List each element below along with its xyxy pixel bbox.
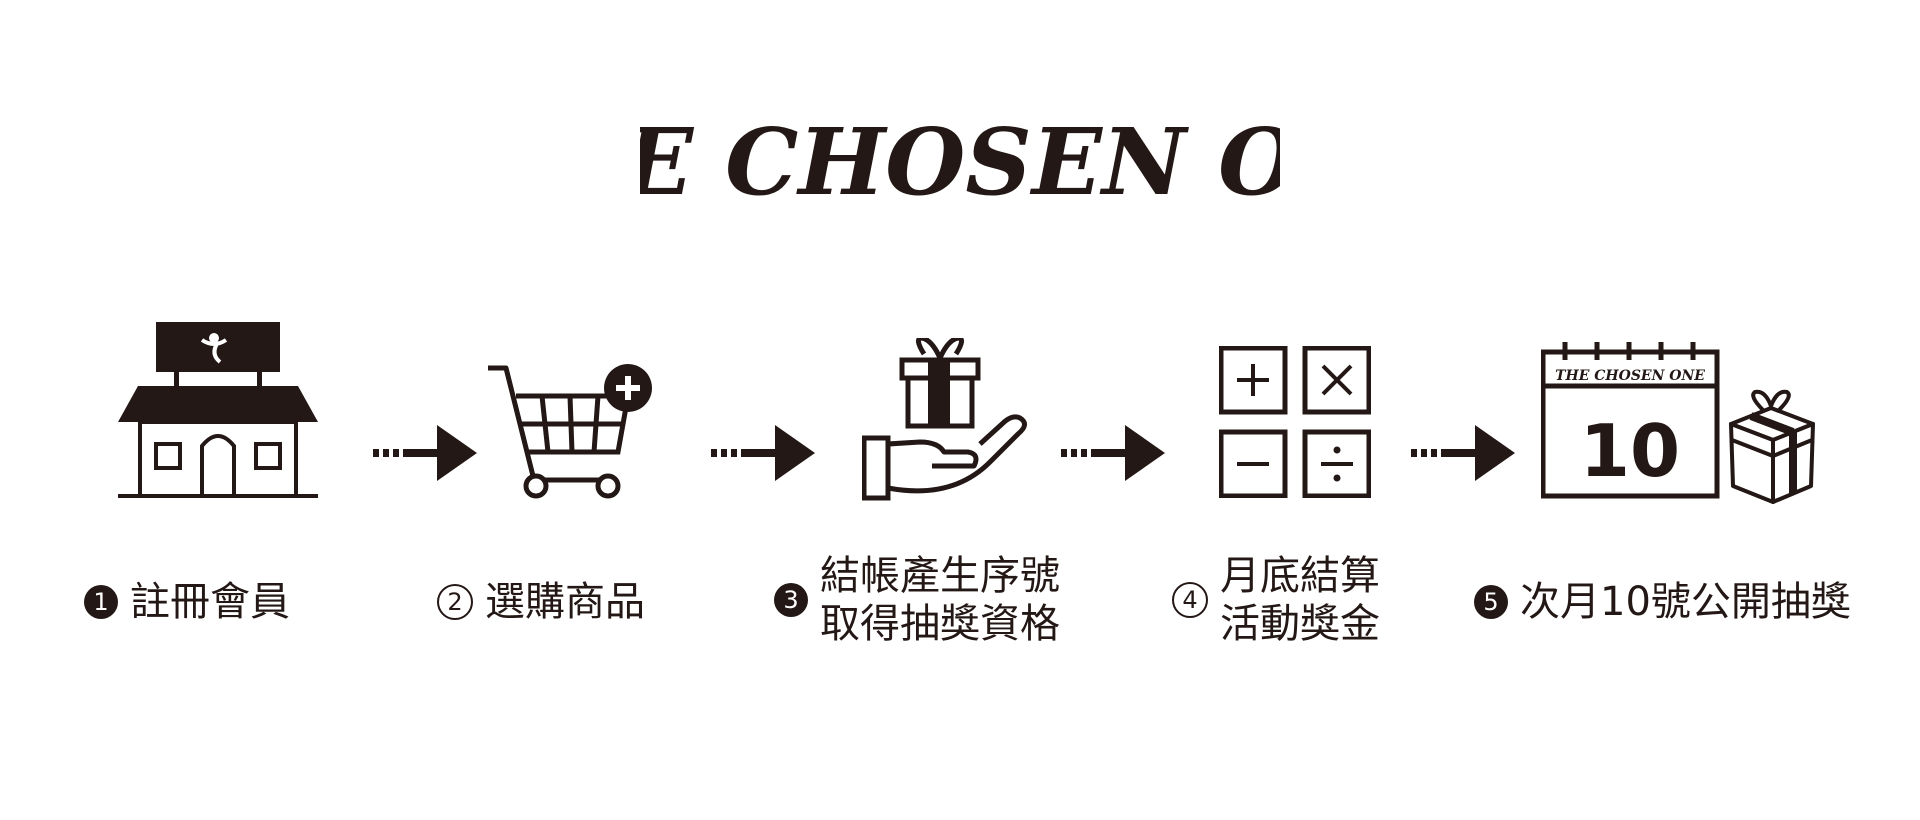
step-2-text: 選購商品 bbox=[485, 579, 645, 625]
step-4-number: 4 bbox=[1172, 582, 1208, 618]
arrow-right-icon bbox=[373, 423, 477, 483]
step-4-label: 4 月底結算 活動獎金 bbox=[1172, 552, 1380, 648]
gift-in-hand-icon bbox=[861, 335, 1034, 502]
step-3-label: 3 結帳產生序號 取得抽獎資格 bbox=[774, 552, 1060, 648]
store-icon bbox=[118, 318, 318, 502]
step-3-number: 3 bbox=[774, 583, 808, 617]
step-2-number: 2 bbox=[437, 584, 473, 620]
step-4-text-line-2: 活動獎金 bbox=[1220, 601, 1380, 647]
calendar-day-number: 10 bbox=[1580, 409, 1680, 493]
step-4-text-line-1: 月底結算 bbox=[1220, 553, 1380, 599]
step-1-label: 1 註冊會員 bbox=[84, 578, 290, 626]
brand-logo-text: THE CHOSEN ONE bbox=[640, 108, 1280, 216]
arrow-right-icon bbox=[711, 423, 815, 483]
arrow-right-icon bbox=[1411, 423, 1515, 483]
step-1-text: 註冊會員 bbox=[130, 579, 290, 625]
calendar-header-text: THE CHOSEN ONE bbox=[1555, 368, 1705, 384]
step-5-label: 5 次月10號公開抽獎 bbox=[1474, 578, 1851, 626]
step-3-text-line-2: 取得抽獎資格 bbox=[820, 601, 1060, 647]
gift-box-icon bbox=[1729, 389, 1815, 504]
calculator-icon bbox=[1218, 345, 1372, 499]
calendar-gift-icon: THE CHOSEN ONE 10 bbox=[1540, 340, 1815, 504]
shopping-cart-plus-icon bbox=[486, 362, 658, 502]
step-3-text-line-1: 結帳產生序號 bbox=[820, 553, 1060, 599]
step-1-number: 1 bbox=[84, 585, 118, 619]
step-2-label: 2 選購商品 bbox=[437, 578, 645, 626]
step-5-text: 次月10號公開抽獎 bbox=[1520, 579, 1851, 625]
step-5-number: 5 bbox=[1474, 585, 1508, 619]
brand-logo: THE CHOSEN ONE bbox=[468, 92, 1455, 232]
arrow-right-icon bbox=[1061, 423, 1165, 483]
